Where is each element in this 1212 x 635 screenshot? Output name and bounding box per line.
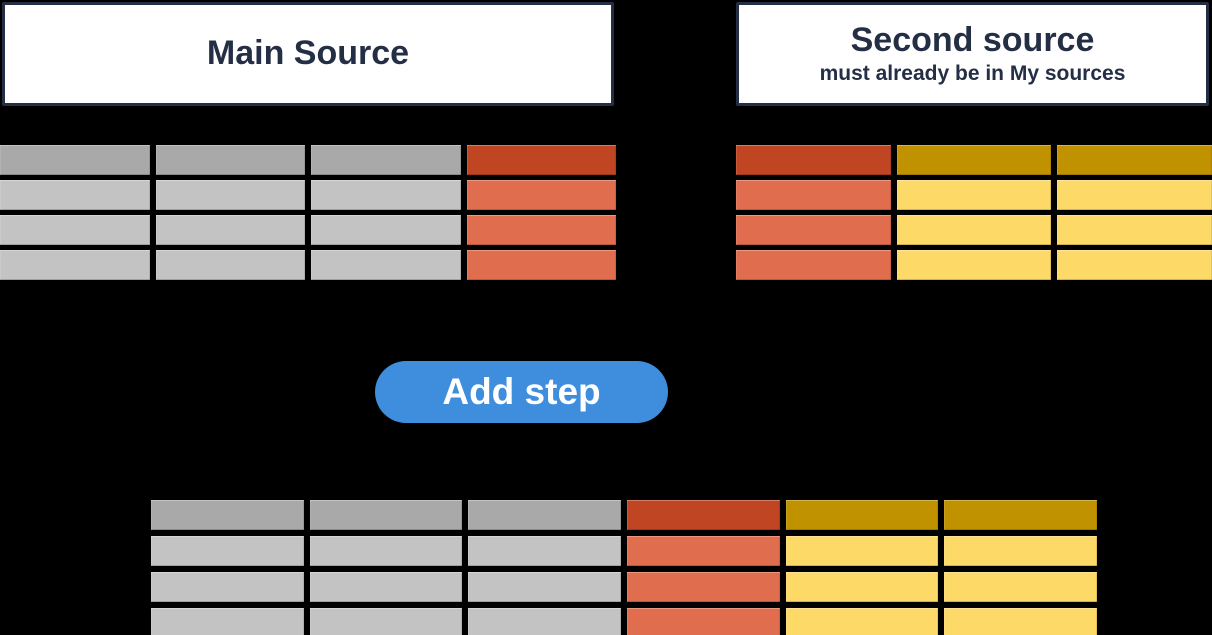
main-source-title: Main Source bbox=[206, 34, 410, 73]
table-cell-gray-row bbox=[309, 572, 463, 602]
table-cell-gray-header bbox=[151, 500, 304, 530]
table-cell-gray-row bbox=[0, 215, 150, 245]
second-source-box: Second source must already be in My sour… bbox=[736, 2, 1209, 106]
merged-result-table bbox=[151, 500, 1097, 635]
table-cell-yellow-row bbox=[896, 180, 1052, 210]
table-cell-gray-row bbox=[468, 536, 621, 566]
table-cell-gray-row bbox=[311, 215, 461, 245]
table-cell-yellow-row bbox=[785, 608, 939, 635]
table-cell-yellow-row bbox=[785, 536, 939, 566]
table-cell-gray-header bbox=[311, 145, 461, 175]
add-step-button[interactable]: Add step bbox=[375, 361, 668, 423]
table-cell-red-row bbox=[627, 572, 780, 602]
table-cell-yellow-row bbox=[896, 250, 1052, 280]
table-cell-gray-row bbox=[309, 536, 463, 566]
table-cell-gray-header bbox=[0, 145, 150, 175]
second-source-title: Second source bbox=[850, 20, 1095, 59]
table-cell-gray-header bbox=[155, 145, 305, 175]
table-cell-gray-row bbox=[151, 572, 304, 602]
table-cell-red-row bbox=[736, 215, 891, 245]
table-cell-yellow-row bbox=[785, 572, 939, 602]
main-source-table bbox=[0, 145, 616, 280]
table-cell-gray-header bbox=[309, 500, 463, 530]
table-cell-red-row bbox=[466, 250, 616, 280]
table-cell-red-header bbox=[466, 145, 616, 175]
table-cell-gray-row bbox=[468, 572, 621, 602]
table-cell-red-row bbox=[466, 215, 616, 245]
table-cell-gray-row bbox=[155, 215, 305, 245]
table-cell-red-header bbox=[627, 500, 780, 530]
table-cell-yellow-row bbox=[944, 608, 1097, 635]
table-cell-yellow-row bbox=[944, 536, 1097, 566]
table-cell-gray-row bbox=[155, 250, 305, 280]
table-cell-gray-row bbox=[311, 250, 461, 280]
table-cell-gray-row bbox=[468, 608, 621, 635]
table-cell-red-row bbox=[736, 250, 891, 280]
second-source-table bbox=[736, 145, 1212, 280]
table-cell-yellow-row bbox=[896, 215, 1052, 245]
main-source-box: Main Source bbox=[2, 2, 614, 106]
table-cell-gray-row bbox=[0, 180, 150, 210]
table-cell-yellow-header bbox=[785, 500, 939, 530]
table-cell-gray-row bbox=[151, 536, 304, 566]
table-cell-yellow-row bbox=[944, 572, 1097, 602]
table-cell-yellow-header bbox=[1057, 145, 1212, 175]
table-cell-gray-row bbox=[309, 608, 463, 635]
second-source-subtitle: must already be in My sources bbox=[819, 62, 1126, 86]
table-cell-gray-row bbox=[151, 608, 304, 635]
table-cell-red-row bbox=[627, 608, 780, 635]
table-cell-gray-row bbox=[155, 180, 305, 210]
table-cell-red-row bbox=[736, 180, 891, 210]
table-cell-red-row bbox=[466, 180, 616, 210]
table-cell-yellow-row bbox=[1057, 250, 1212, 280]
table-cell-yellow-header bbox=[896, 145, 1052, 175]
table-cell-yellow-row bbox=[1057, 215, 1212, 245]
table-cell-red-header bbox=[736, 145, 891, 175]
table-cell-gray-header bbox=[468, 500, 621, 530]
table-cell-gray-row bbox=[311, 180, 461, 210]
table-cell-yellow-row bbox=[1057, 180, 1212, 210]
table-cell-red-row bbox=[627, 536, 780, 566]
table-cell-gray-row bbox=[0, 250, 150, 280]
table-cell-yellow-header bbox=[944, 500, 1097, 530]
